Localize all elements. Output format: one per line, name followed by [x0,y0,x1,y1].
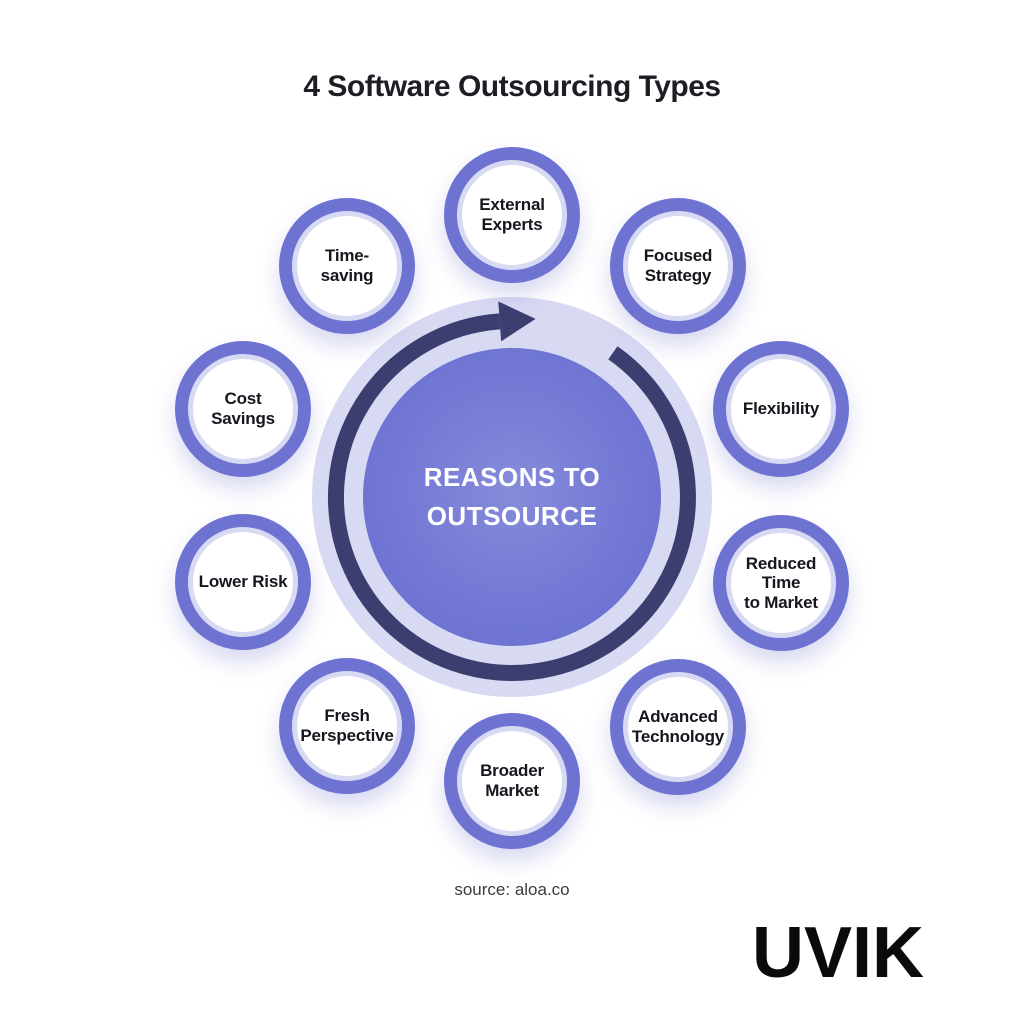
node-circle-time-saving: Time- saving [279,198,415,334]
node-label: External Experts [479,195,545,234]
node-circle-cost-savings: Cost Savings [175,341,311,477]
node-label: Broader Market [480,761,544,800]
source-attribution: source: aloa.co [454,880,570,899]
uvik-logo: UVIK [751,913,924,993]
hub-cycle-graphic [312,297,712,697]
node-circle-reduced-time-to-market: Reduced Time to Market [713,515,849,651]
node-label: Reduced Time to Market [744,553,818,612]
node-label: Advanced Technology [631,707,725,746]
node-label: Lower Risk [198,572,288,592]
hub-center-circle [363,348,661,646]
cycle-arrow-icon [327,301,696,681]
node-label: Focused Strategy [643,246,713,285]
node-circle-advanced-technology: Advanced Technology [610,659,746,795]
node-circle-fresh-perspective: Fresh Perspective [279,658,415,794]
node-circle-flexibility: Flexibility [713,341,849,477]
node-circle-broader-market: Broader Market [444,713,580,849]
node-label: Flexibility [742,399,820,419]
node-label: Fresh Perspective [300,706,394,745]
node-circle-external-experts: External Experts [444,147,580,283]
node-circle-lower-risk: Lower Risk [175,514,311,650]
node-label: Cost Savings [211,389,275,428]
page-title: 4 Software Outsourcing Types [303,70,721,103]
node-label: Time- saving [320,246,374,285]
node-circle-focused-strategy: Focused Strategy [610,198,746,334]
